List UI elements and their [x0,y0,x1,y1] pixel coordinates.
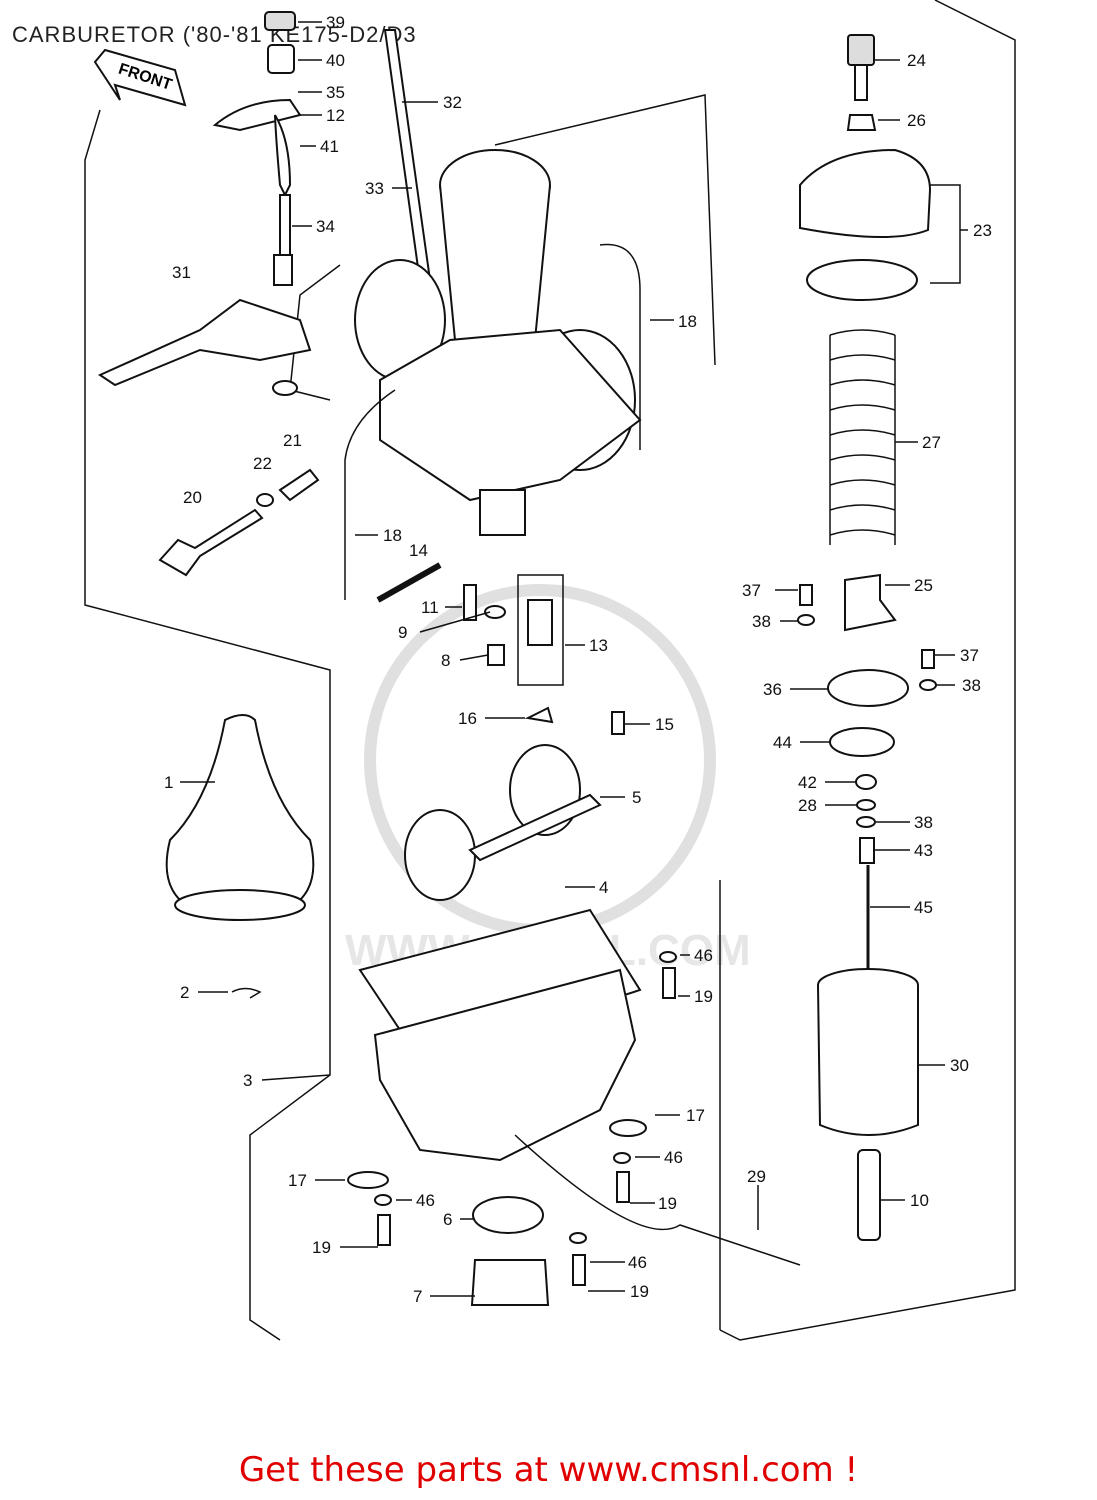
callout-37-a: 37 [742,581,761,600]
needle-plate-lower [829,727,895,757]
callout-38-b: 38 [962,676,981,695]
callout-24: 24 [907,51,926,70]
callout-17-a: 17 [686,1106,705,1125]
needle-valve [527,599,553,646]
callout-numbers: 39 40 35 12 41 34 32 33 31 21 22 20 18 1… [164,13,992,1306]
mixing-chamber-cap [799,148,932,301]
callout-4: 4 [599,878,608,897]
callout-1: 1 [164,773,173,792]
callout-14: 14 [409,541,428,560]
choke-plunger-assembly [212,11,302,286]
callout-42: 42 [798,773,817,792]
callout-46-a: 46 [694,946,713,965]
callout-15: 15 [655,715,674,734]
callout-46-b: 46 [664,1148,683,1167]
callout-16: 16 [458,709,477,728]
needle-valve-box [517,574,564,686]
callout-29: 29 [747,1167,766,1186]
drain-plug-o-ring [472,1196,544,1234]
callout-12: 12 [326,106,345,125]
vent-pipe [383,29,432,284]
callout-38-a: 38 [752,612,771,631]
exploded-parts-diagram: WWW.CMSNL.COM FRONT [84,0,1016,1341]
callout-26: 26 [907,111,926,130]
callout-6: 6 [443,1210,452,1229]
callout-40: 40 [326,51,345,70]
choke-lever-o-ring [272,380,298,396]
callout-18-upper: 18 [678,312,697,331]
callout-10: 10 [910,1191,929,1210]
needle-spring [859,837,875,864]
callout-39: 39 [326,13,345,32]
callout-33: 33 [365,179,384,198]
needle-plate [827,669,909,707]
callout-8: 8 [441,651,450,670]
callout-36: 36 [763,680,782,699]
callout-41: 41 [320,137,339,156]
overflow-hose [344,389,396,600]
footer-link-text[interactable]: Get these parts at www.cmsnl.com ! [238,1450,859,1490]
float-bowl [358,908,642,1162]
callout-19-b: 19 [658,1194,677,1213]
drain-plug [470,1259,550,1306]
diagram-title: CARBURETOR ('80-'81 KE175-D2/D3 [12,22,417,47]
callout-19-a: 19 [694,987,713,1006]
callout-19-c: 19 [312,1238,331,1257]
callout-5: 5 [632,788,641,807]
callout-11: 11 [421,598,439,617]
callout-44: 44 [773,733,792,752]
callout-43: 43 [914,841,933,860]
callout-17-b: 17 [288,1171,307,1190]
callout-3: 3 [243,1071,252,1090]
callout-30: 30 [950,1056,969,1075]
callout-27: 27 [922,433,941,452]
throttle-valve-spring [829,329,896,545]
callout-22: 22 [253,454,272,473]
callout-31: 31 [172,263,191,282]
callout-21: 21 [283,431,302,450]
callout-9: 9 [398,623,407,642]
throttle-cable-adjuster [846,34,877,131]
air-screw-assembly [158,468,320,577]
callout-13: 13 [589,636,608,655]
callout-23: 23 [973,221,992,240]
callout-37-b: 37 [960,646,979,665]
float [404,744,602,901]
callout-19-d: 19 [630,1282,649,1301]
drain-hose [514,1134,801,1266]
air-jet-cover [165,714,315,921]
retaining-clip [231,987,262,999]
callout-34: 34 [316,217,335,236]
float-pin [376,562,442,603]
choke-lever [97,298,312,387]
front-arrow: FRONT [93,48,187,107]
throttle-valve [817,968,919,1136]
needle-holder [844,573,897,632]
callout-20: 20 [183,488,202,507]
callout-35: 35 [326,83,345,102]
callout-46-d: 46 [628,1253,647,1272]
callout-38-c: 38 [914,813,933,832]
carburetor-body [354,149,642,536]
callout-45: 45 [914,898,933,917]
callout-2: 2 [180,983,189,1002]
screws-lower [347,951,677,1286]
main-jet [487,644,505,666]
needle-jet-washer [484,605,506,619]
callout-28: 28 [798,796,817,815]
starter-plunger [857,1149,881,1241]
leader-lines [180,21,968,1330]
callout-7: 7 [413,1287,422,1306]
callout-18-lower: 18 [383,526,402,545]
callout-32: 32 [443,93,462,112]
needle-jet [463,584,477,621]
callout-25: 25 [914,576,933,595]
callout-46-c: 46 [416,1191,435,1210]
